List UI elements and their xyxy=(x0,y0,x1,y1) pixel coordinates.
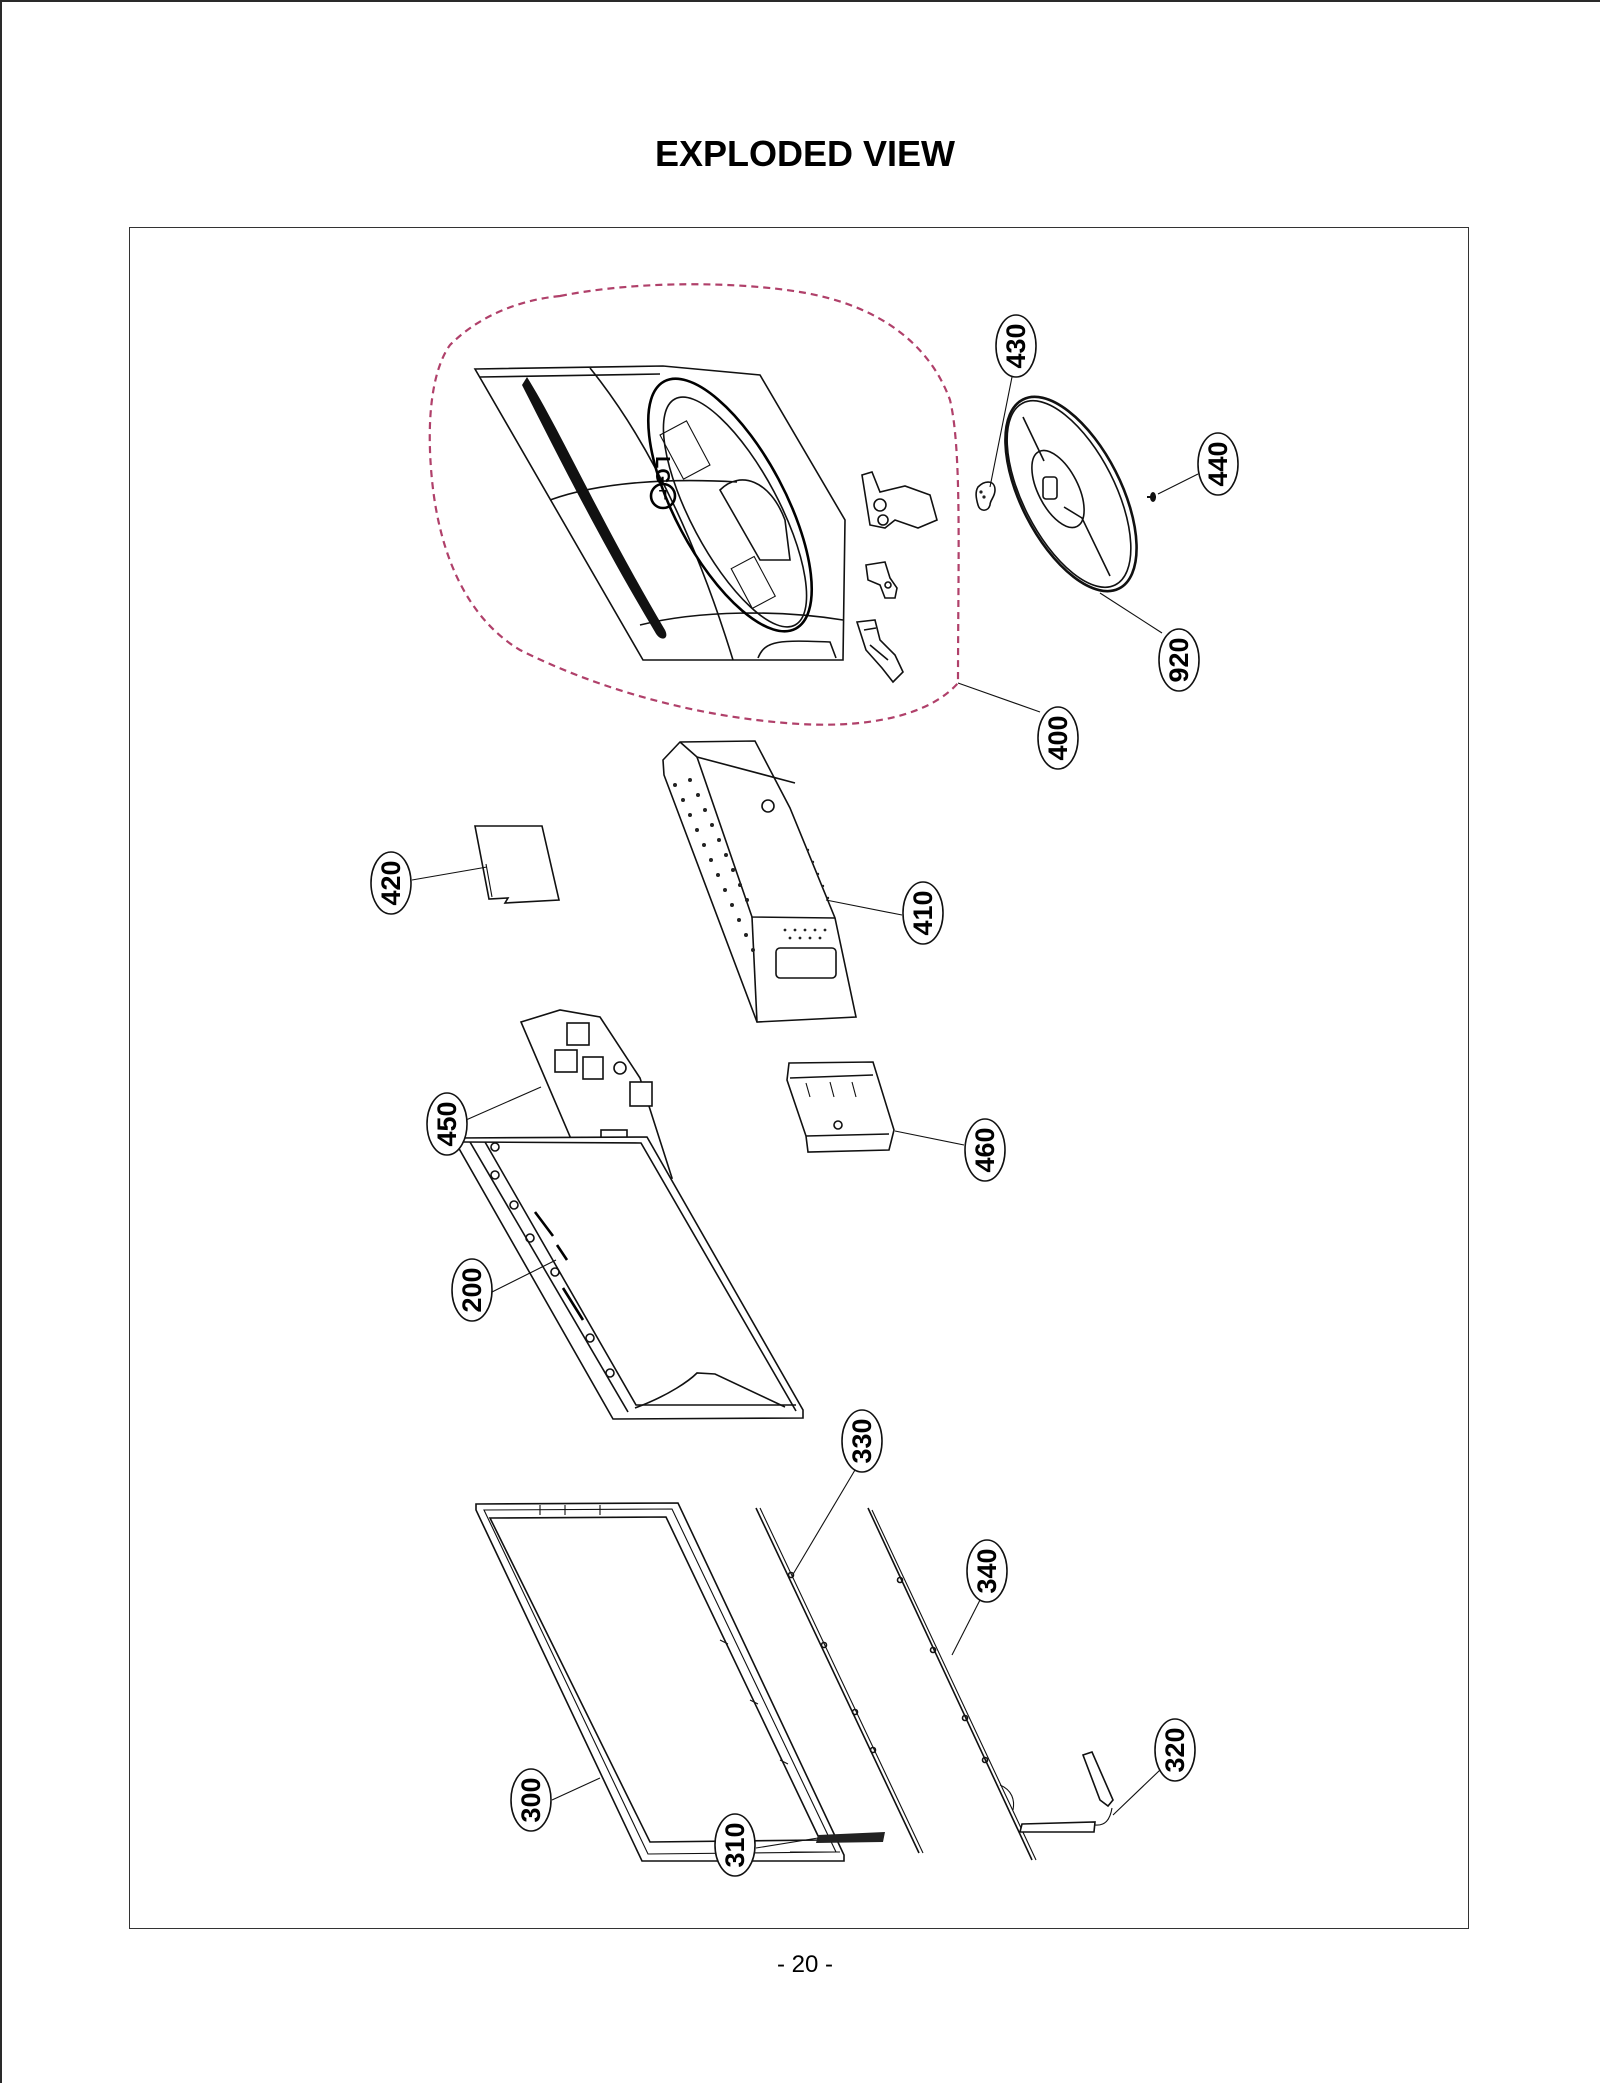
clip-part xyxy=(855,619,904,684)
svg-text:400: 400 xyxy=(1043,715,1073,760)
svg-text:310: 310 xyxy=(720,1822,750,1867)
lg-logo-mark: L xyxy=(658,487,667,503)
callout-400: 400 xyxy=(1037,706,1079,770)
assembly-group-outline xyxy=(428,283,960,726)
stand-base-part xyxy=(1004,395,1138,593)
control-button-part xyxy=(816,1832,885,1843)
page-edge-left xyxy=(0,0,2,2083)
frame-strip-330-part xyxy=(755,1507,924,1854)
lcd-panel-part xyxy=(456,1136,804,1420)
svg-text:450: 450 xyxy=(432,1101,462,1146)
callout-410: 410 xyxy=(902,881,944,945)
stand-hinge-cover-part xyxy=(975,481,996,512)
hinge-part xyxy=(861,471,938,529)
svg-text:440: 440 xyxy=(1203,441,1233,486)
frame-strip-340-part xyxy=(867,1507,1037,1861)
control-board-part xyxy=(1018,1751,1114,1833)
svg-text:920: 920 xyxy=(1164,637,1194,682)
power-supply-shield-part xyxy=(662,740,857,1023)
callout-340: 340 xyxy=(966,1539,1008,1603)
callout-420: 420 xyxy=(370,851,412,915)
bracket-part xyxy=(786,1061,895,1153)
screw-part xyxy=(1147,492,1156,502)
page-title: EXPLODED VIEW xyxy=(654,133,956,174)
svg-text:340: 340 xyxy=(972,1548,1002,1593)
svg-text:430: 430 xyxy=(1001,323,1031,368)
callout-330: 330 xyxy=(841,1409,883,1473)
page-number: - 20 - xyxy=(776,1951,833,1978)
callout-920: 920 xyxy=(1158,628,1200,692)
callout-200: 200 xyxy=(451,1258,493,1322)
leader-lines xyxy=(411,376,1199,1849)
svg-text:330: 330 xyxy=(847,1418,877,1463)
svg-text:300: 300 xyxy=(516,1777,546,1822)
svg-text:200: 200 xyxy=(457,1267,487,1312)
callout-310: 310 xyxy=(714,1813,756,1877)
small-board-part xyxy=(474,825,560,904)
svg-text:420: 420 xyxy=(376,860,406,905)
svg-text:460: 460 xyxy=(970,1127,1000,1172)
callout-440: 440 xyxy=(1197,432,1239,496)
lg-logo-text: LG xyxy=(651,456,673,484)
bracket-part-small xyxy=(865,561,898,599)
callout-320: 320 xyxy=(1154,1718,1196,1782)
svg-text:320: 320 xyxy=(1160,1727,1190,1772)
callout-460: 460 xyxy=(964,1118,1006,1182)
back-cover: L LG xyxy=(473,365,846,661)
callout-430: 430 xyxy=(995,314,1037,378)
callout-300: 300 xyxy=(510,1768,552,1832)
svg-text:410: 410 xyxy=(908,890,938,935)
page-edge-top xyxy=(0,0,1600,2)
callout-450: 450 xyxy=(426,1092,468,1156)
perforation-pattern xyxy=(673,778,830,952)
diagram-frame xyxy=(129,227,1469,1929)
